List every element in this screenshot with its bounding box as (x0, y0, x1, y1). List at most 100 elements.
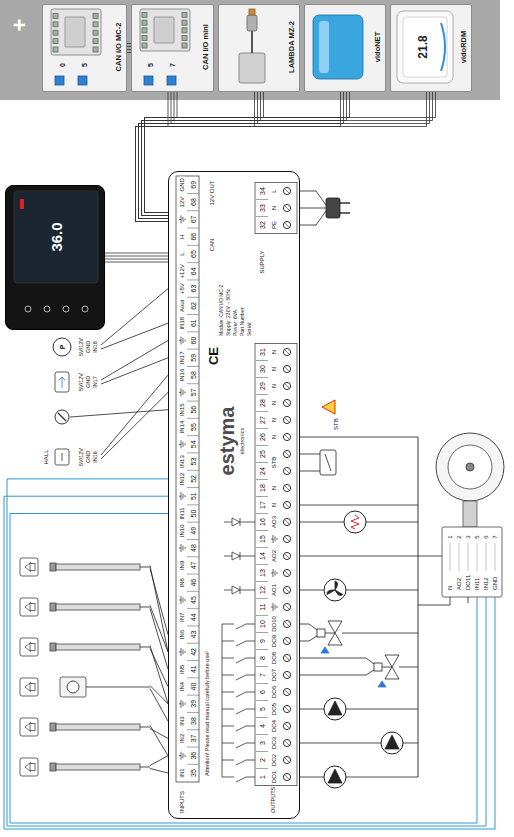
wire (101, 392, 168, 459)
device-part (142, 28, 147, 33)
relay-contact (236, 709, 246, 714)
ground-symbol (185, 547, 186, 549)
sensor-probe (50, 603, 56, 611)
terminal-number: 12 (259, 585, 266, 595)
terminal-number: 51 (190, 491, 197, 501)
terminal-number: 18 (259, 483, 266, 493)
terminal-number: 37 (190, 734, 197, 744)
pin-leader (486, 543, 487, 571)
sensor-label: GND (86, 340, 92, 354)
analog-output-symbol (232, 586, 240, 594)
controller-housing: estymaelectronicsCEAttention! Please rea… (168, 171, 300, 819)
warning-note: Attention! Please read manual carefully … (205, 651, 211, 776)
ground-symbol (183, 598, 184, 603)
terminal-divider (187, 366, 199, 367)
device-part (142, 35, 147, 40)
terminal-number: 3 (259, 740, 266, 746)
device-part (319, 21, 329, 73)
panel-label: CAN (209, 238, 215, 253)
module-band (0, 0, 500, 100)
terminal-divider (256, 513, 268, 514)
ce-mark: CE (207, 347, 220, 365)
terminal-name: +12V (179, 263, 185, 279)
terminal-strip (255, 344, 297, 786)
terminal-divider (256, 479, 268, 480)
terminal-number: 54 (190, 439, 197, 449)
terminal-number: 32 (259, 220, 266, 230)
terminal-number: 50 (190, 509, 197, 519)
terminal-number: 56 (190, 405, 197, 415)
terminal-divider (187, 193, 199, 194)
wire (150, 756, 168, 766)
can-bus-cable (136, 92, 264, 222)
terminal-divider (256, 615, 268, 616)
ground-symbol (183, 390, 184, 395)
panel-label: 12V OUT (209, 179, 215, 206)
wire (240, 590, 255, 591)
signal-cable (4, 496, 495, 829)
brand-subtitle: electronics (240, 428, 246, 454)
terminal-screw (283, 671, 290, 678)
device-part (65, 17, 85, 47)
sensor-label: 5V/12V (79, 337, 85, 357)
wire (300, 208, 326, 209)
pin-label: GND (492, 576, 498, 591)
terminal-divider (256, 216, 268, 217)
terminal-screw (283, 365, 290, 372)
warning-symbol (322, 400, 335, 414)
terminal-number: 63 (190, 284, 197, 294)
sensor-icon (20, 598, 38, 616)
terminal-screw (285, 350, 290, 355)
wire (300, 505, 418, 506)
terminal-screw (285, 724, 290, 729)
device-part (93, 30, 98, 35)
pin-label: 7 (492, 534, 498, 539)
device-part (239, 53, 265, 83)
wire (346, 777, 418, 778)
terminal-name: AO3 (271, 515, 277, 529)
sensor-icon (20, 718, 38, 736)
terminal-number: 17 (259, 500, 266, 510)
terminal-name: DO7 (271, 668, 277, 682)
relay-contact (246, 641, 255, 642)
terminal-name: N (271, 434, 277, 440)
room-sensor (67, 681, 79, 693)
device-part (403, 17, 447, 77)
analog-output-symbol (232, 518, 240, 526)
wire (300, 556, 442, 557)
terminal-screw (285, 435, 290, 440)
display-value: 0 (59, 63, 66, 67)
terminal-name: IN14 (179, 420, 185, 435)
display-value: 7 (169, 63, 176, 67)
pin-label: AO2 (456, 577, 462, 591)
terminal-number: 53 (190, 457, 197, 467)
terminal-name: IN15 (179, 402, 185, 417)
pump-symbol (324, 698, 346, 720)
terminal-screw (283, 586, 290, 593)
ground-symbol (183, 494, 184, 499)
pin-leader (495, 543, 496, 571)
terminal-divider (187, 539, 199, 540)
display-value: 36.0 (49, 222, 64, 251)
terminal-name: N (271, 349, 277, 355)
wire (300, 709, 324, 710)
hall-sensor (55, 449, 69, 465)
fan-symbol (335, 590, 343, 596)
terminal-screw (285, 571, 290, 576)
terminal-screw (283, 688, 290, 695)
device-part (142, 13, 147, 18)
device-part (53, 22, 58, 27)
relay-contact (236, 726, 246, 731)
wire (224, 522, 232, 523)
ground-symbol (183, 546, 184, 551)
ground-symbol (183, 701, 184, 706)
pin-label: 1 (447, 534, 453, 539)
wire (300, 437, 418, 438)
pin-label: 3 (465, 534, 471, 539)
terminal-number: 64 (190, 266, 197, 276)
terminal-number: 43 (190, 630, 197, 640)
terminal-name: DO9 (271, 634, 277, 648)
relay-contact (236, 675, 246, 680)
